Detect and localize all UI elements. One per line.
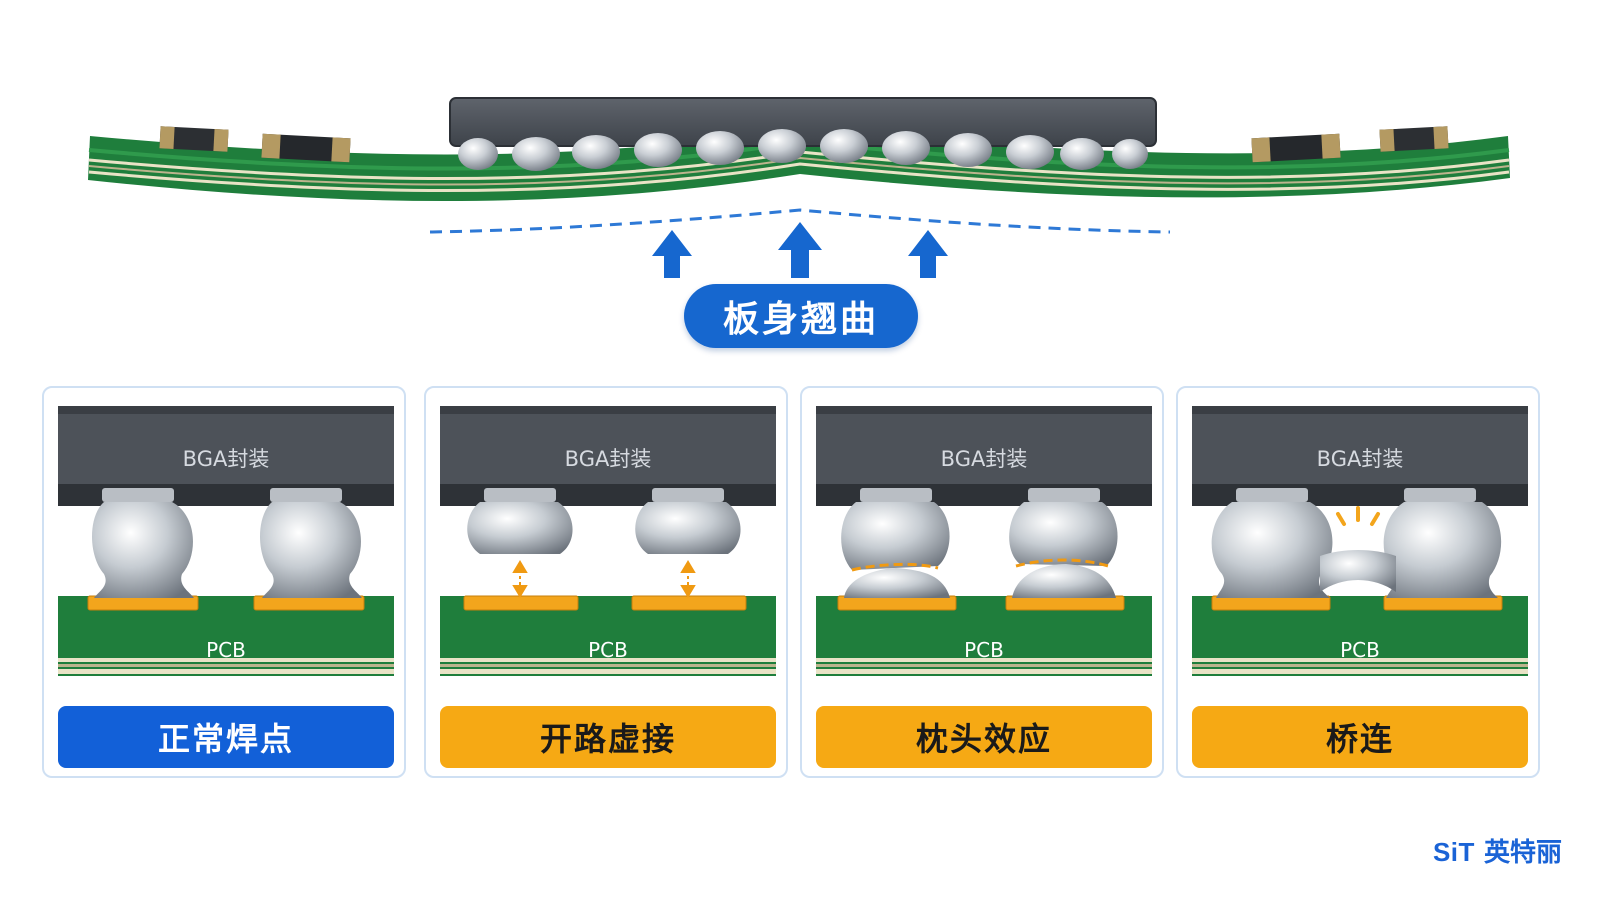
pcb-label: PCB — [1340, 638, 1380, 662]
package-label: BGA封装 — [564, 447, 652, 471]
warp-label: 板身翘曲 — [722, 299, 879, 340]
verdict-badge-normal: 正常焊点 — [58, 706, 394, 768]
brand-logo: SiT 英特丽 — [1433, 832, 1562, 869]
verdict-badge-head-in-pillow: 枕头效应 — [816, 706, 1152, 768]
head-in-pillow-illustration — [816, 406, 1152, 676]
package-label: BGA封装 — [1316, 447, 1404, 471]
warp-force-arrows — [652, 222, 948, 278]
brand-name: 英特丽 — [1483, 838, 1562, 868]
pcb-label: PCB — [206, 638, 246, 662]
package-label: BGA封装 — [182, 447, 270, 471]
card-bridge: BGA封装 PCB 桥连 — [1176, 386, 1540, 778]
brand-latin: SiT — [1432, 837, 1475, 867]
smd-components — [159, 126, 1449, 163]
normal-joint-illustration — [58, 406, 394, 676]
card-normal-joint: BGA封装 PCB 正常焊点 — [42, 386, 406, 778]
open-joint-illustration — [440, 406, 776, 676]
warp-reference-line — [429, 208, 1171, 234]
pcb-label: PCB — [964, 638, 1004, 662]
package-label: BGA封装 — [940, 447, 1028, 471]
card-head-in-pillow: BGA封装 PCB 枕头效应 — [800, 386, 1164, 778]
warp-label-badge: 板身翘曲 — [684, 284, 918, 348]
bridge-illustration — [1192, 406, 1528, 676]
hero-solder-balls — [458, 129, 1148, 171]
verdict-badge-bridge: 桥连 — [1192, 706, 1528, 768]
verdict-badge-open: 开路虚接 — [440, 706, 776, 768]
card-open-joint: BGA封装 PCB 开路虚接 — [424, 386, 788, 778]
pcb-label: PCB — [588, 638, 628, 662]
warped-board-illustration — [88, 97, 1510, 278]
